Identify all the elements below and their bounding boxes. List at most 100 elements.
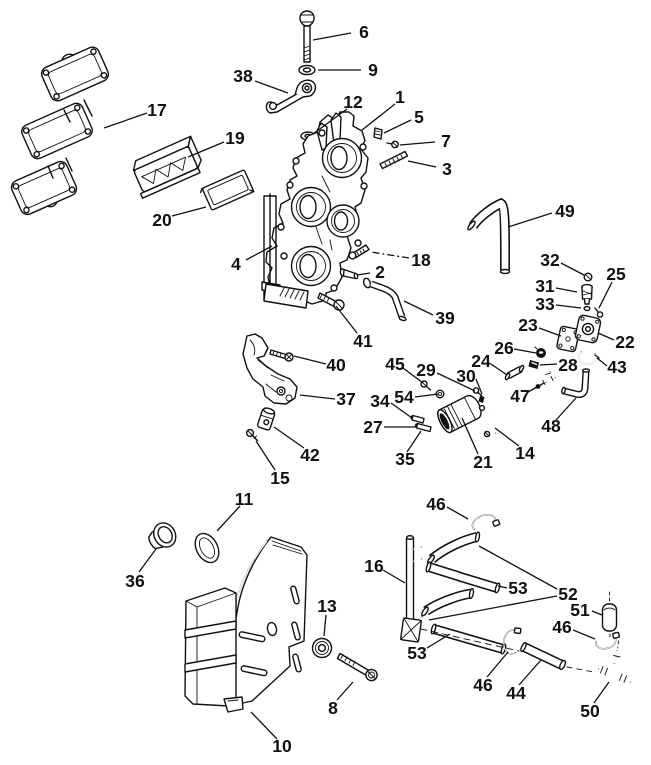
callout-50: 50 [580,701,600,721]
callout-26: 26 [494,338,514,358]
silencer-cover-10 [184,536,308,713]
callout-31: 31 [535,276,555,296]
lever-bracket-37 [242,333,298,405]
pin-42 [256,407,276,431]
leader-line-16 [382,569,406,584]
leader-line-43 [596,357,608,367]
leader-line-38 [254,80,289,94]
callout-18: 18 [411,250,431,270]
filter-group [410,364,591,438]
clip-5 [373,127,383,140]
screw-40 [269,349,294,362]
leader-line-48 [555,397,577,421]
leader-line-15 [255,440,276,471]
callout-1: 1 [395,87,405,107]
leader-line-4 [245,245,273,261]
leader-line-29 [436,372,476,392]
leader-line-42 [273,426,305,449]
hose-clamp-46-left [503,627,522,655]
leader-line-32 [560,262,585,276]
manifold-gasket [10,46,110,216]
hose-clamp-46-top [471,514,501,530]
callout-15: 15 [270,468,290,488]
leader-line-21 [461,417,479,455]
callout-33: 33 [535,294,555,314]
callout-42: 42 [300,445,320,465]
oring-33 [583,305,591,312]
leader-line-35 [406,430,422,453]
leader-line-6 [312,32,352,41]
leader-line-46 [486,651,509,678]
leader-line-11 [216,505,241,532]
stud-3 [379,150,409,170]
leader-line-31 [555,287,578,293]
callout-32: 32 [540,250,560,270]
callout-6: 6 [359,22,369,42]
callout-54: 54 [394,387,414,407]
filter-canister-21 [437,394,482,434]
callout-5: 5 [414,107,424,127]
callout-28: 28 [558,355,578,375]
callout-10: 10 [272,736,292,756]
callout-44: 44 [506,683,526,703]
callout-52: 52 [558,584,578,604]
leader-line-26 [513,348,537,354]
callout-46: 46 [552,617,572,637]
leader-line-37 [299,394,336,400]
callout-20: 20 [152,210,172,230]
leader-line-1 [361,103,396,131]
screw-15 [245,428,259,442]
callout-53: 53 [407,643,427,663]
callout-36: 36 [125,571,145,591]
leader-line-17 [103,112,148,129]
leader-line-25 [598,281,613,309]
leader-line-5 [383,119,412,134]
callout-29: 29 [416,360,436,380]
callout-23: 23 [518,315,538,335]
leader-line-46 [572,629,596,640]
callout-43: 43 [607,357,627,377]
callout-38: 38 [233,66,253,86]
callout-16: 16 [364,556,384,576]
callout-24: 24 [471,351,491,371]
fitting-2 [339,268,359,280]
leader-line-34 [390,402,413,419]
fitting-28 [528,360,539,369]
callout-2: 2 [375,262,385,282]
leader-line-53 [426,633,451,649]
callout-19: 19 [225,128,245,148]
leader-line-28 [539,363,558,366]
callout-13: 13 [317,596,337,616]
tube-24 [504,364,525,381]
screw-25 [594,307,604,318]
leader-line-23 [538,327,562,337]
screw-8 [336,652,378,682]
leader-line-51 [591,610,603,616]
pin-30 [478,395,485,403]
callout-7: 7 [441,131,451,151]
callout-46: 46 [473,675,493,695]
check-valve-31 [581,283,593,305]
callout-49: 49 [555,201,575,221]
leader-line-10 [250,711,278,740]
leader-line-52 [428,595,558,621]
leader-line-3 [407,160,437,168]
leader-line-13 [323,614,327,637]
reed-valve [132,135,202,199]
callout-51: 51 [570,600,590,620]
leader-line-7 [399,141,436,146]
screw-7 [386,140,399,149]
callout-35: 35 [395,449,415,469]
hose-39 [362,277,407,322]
leader-line-45 [402,367,424,384]
leader-line-24 [490,363,508,376]
callout-17: 17 [147,100,166,120]
tube-44 [520,641,567,671]
leader-line-47 [527,382,545,393]
leader-line-52 [478,545,558,590]
leader-line-50 [593,681,610,704]
grommet-26 [534,346,546,358]
pump-gasket-23 [556,325,580,353]
leader-line-54 [414,393,439,398]
